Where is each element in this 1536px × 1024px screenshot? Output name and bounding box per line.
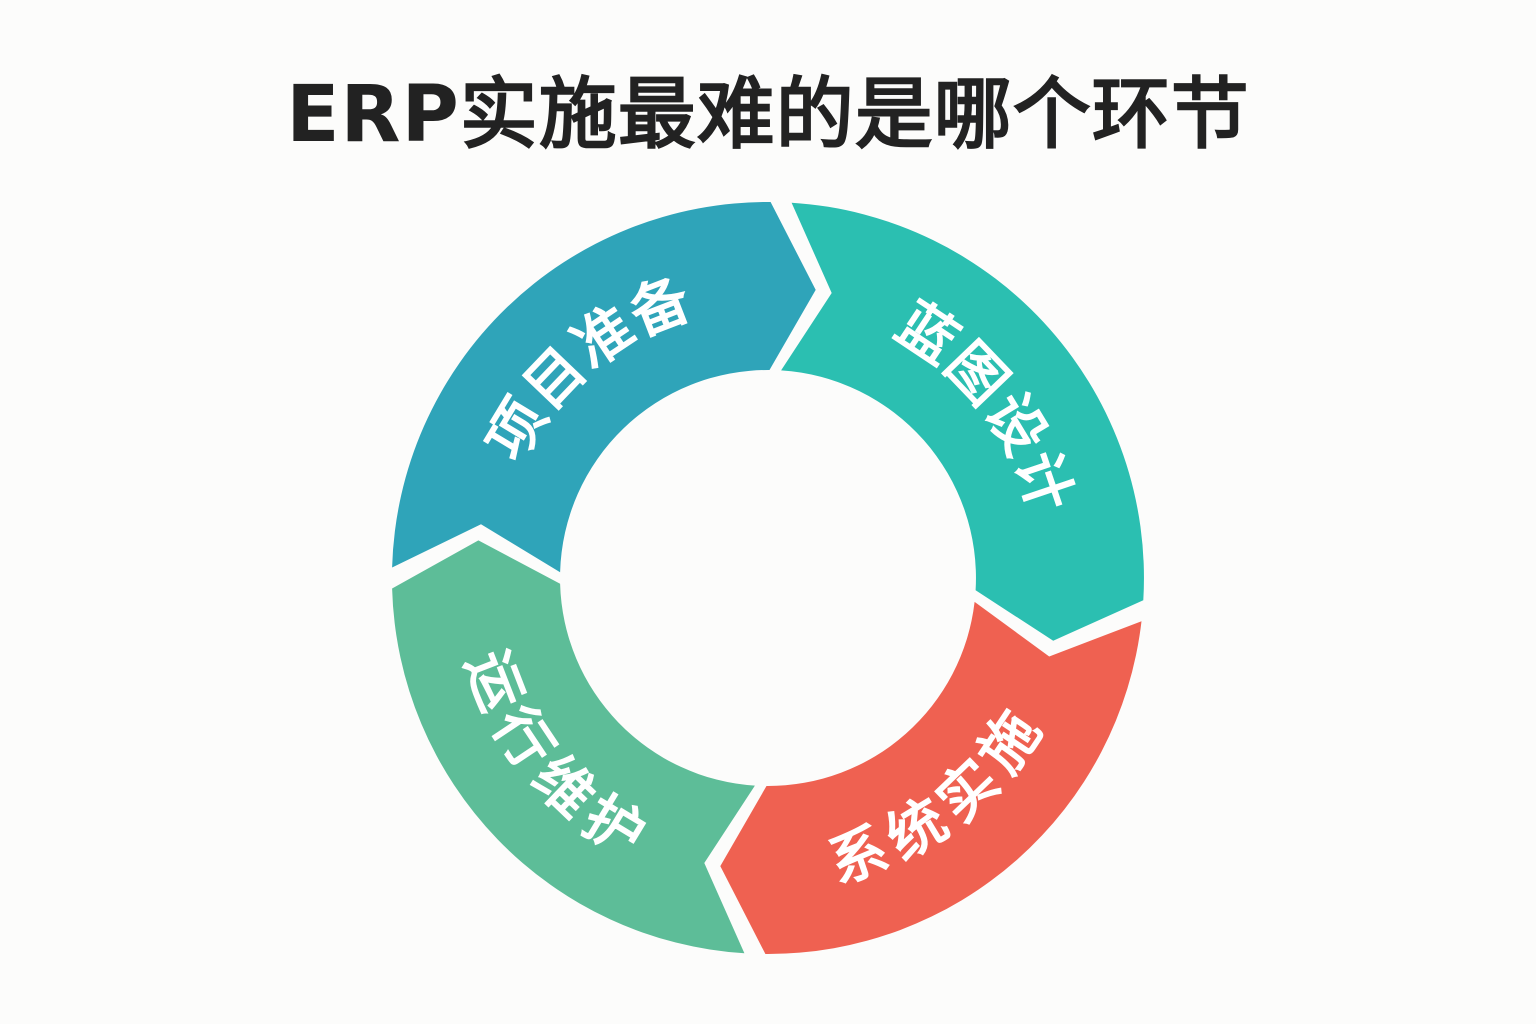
segment-operation-maintenance bbox=[392, 540, 755, 954]
segment-system-implementation bbox=[720, 601, 1142, 955]
page-title: ERP实施最难的是哪个环节 bbox=[286, 70, 1250, 160]
segment-project-preparation bbox=[392, 201, 816, 573]
segment-blueprint-design bbox=[781, 202, 1144, 641]
